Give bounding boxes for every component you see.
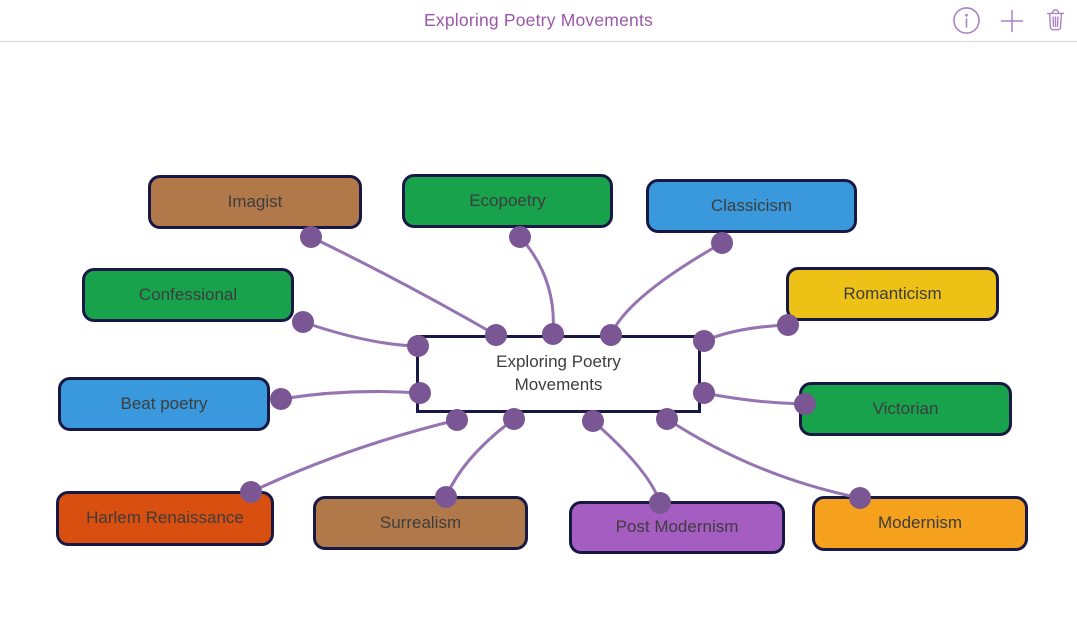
- node-label: Surrealism: [379, 512, 462, 532]
- connector-dot-ecopoetry[interactable]: [509, 226, 531, 248]
- connector-line-surrealism: [444, 417, 516, 499]
- node-label: Classicism: [710, 195, 793, 215]
- node-post-modernism[interactable]: Post Modernism: [569, 501, 785, 554]
- connector-line-harlem-renaissance: [249, 418, 459, 494]
- node-harlem-renaissance[interactable]: Harlem Renaissance: [56, 491, 274, 546]
- node-label: Ecopoetry: [469, 190, 546, 210]
- connector-line-beat-poetry: [279, 389, 422, 401]
- connector-line-confessional: [301, 320, 420, 348]
- trash-icon: [1046, 9, 1065, 31]
- node-imagist[interactable]: Imagist: [148, 175, 362, 229]
- add-node-button[interactable]: [997, 6, 1027, 36]
- connector-line-victorian: [702, 391, 807, 406]
- node-label: Post Modernism: [615, 517, 739, 537]
- node-label: Modernism: [877, 513, 963, 533]
- info-icon: [953, 7, 980, 34]
- node-label: Harlem Renaissance: [86, 508, 244, 528]
- node-label: Victorian: [872, 398, 939, 418]
- connector-dot-confessional[interactable]: [292, 311, 314, 333]
- connector-line-post-modernism: [591, 419, 662, 505]
- node-label: Imagist: [227, 191, 283, 211]
- info-button[interactable]: [952, 6, 981, 35]
- root-node[interactable]: Exploring Poetry Movements: [416, 335, 701, 413]
- node-classicism[interactable]: Classicism: [646, 179, 857, 233]
- node-modernism[interactable]: Modernism: [812, 496, 1028, 551]
- node-label: Confessional: [138, 284, 238, 304]
- node-label: Beat poetry: [120, 393, 208, 413]
- connector-dot-beat-poetry[interactable]: [270, 388, 292, 410]
- node-confessional[interactable]: Confessional: [82, 268, 294, 322]
- node-ecopoetry[interactable]: Ecopoetry: [402, 174, 613, 228]
- header-bar: Exploring Poetry Movements: [0, 0, 1077, 42]
- node-surrealism[interactable]: Surrealism: [313, 496, 528, 550]
- node-label: Exploring Poetry Movements: [496, 352, 621, 394]
- connector-dot-root-post-modernism[interactable]: [582, 410, 604, 432]
- page-title: Exploring Poetry Movements: [424, 10, 653, 30]
- connector-line-ecopoetry: [518, 235, 555, 336]
- connector-line-romanticism: [702, 323, 790, 343]
- header-actions: [952, 0, 1068, 41]
- connector-dot-imagist[interactable]: [300, 226, 322, 248]
- connector-dot-classicism[interactable]: [711, 232, 733, 254]
- plus-icon: [1000, 9, 1024, 32]
- delete-button[interactable]: [1043, 7, 1068, 34]
- node-beat-poetry[interactable]: Beat poetry: [58, 377, 270, 431]
- node-victorian[interactable]: Victorian: [799, 382, 1012, 436]
- connector-line-classicism: [609, 241, 724, 337]
- node-label: Romanticism: [843, 283, 942, 303]
- node-romanticism[interactable]: Romanticism: [786, 267, 999, 321]
- connector-line-imagist: [309, 235, 498, 337]
